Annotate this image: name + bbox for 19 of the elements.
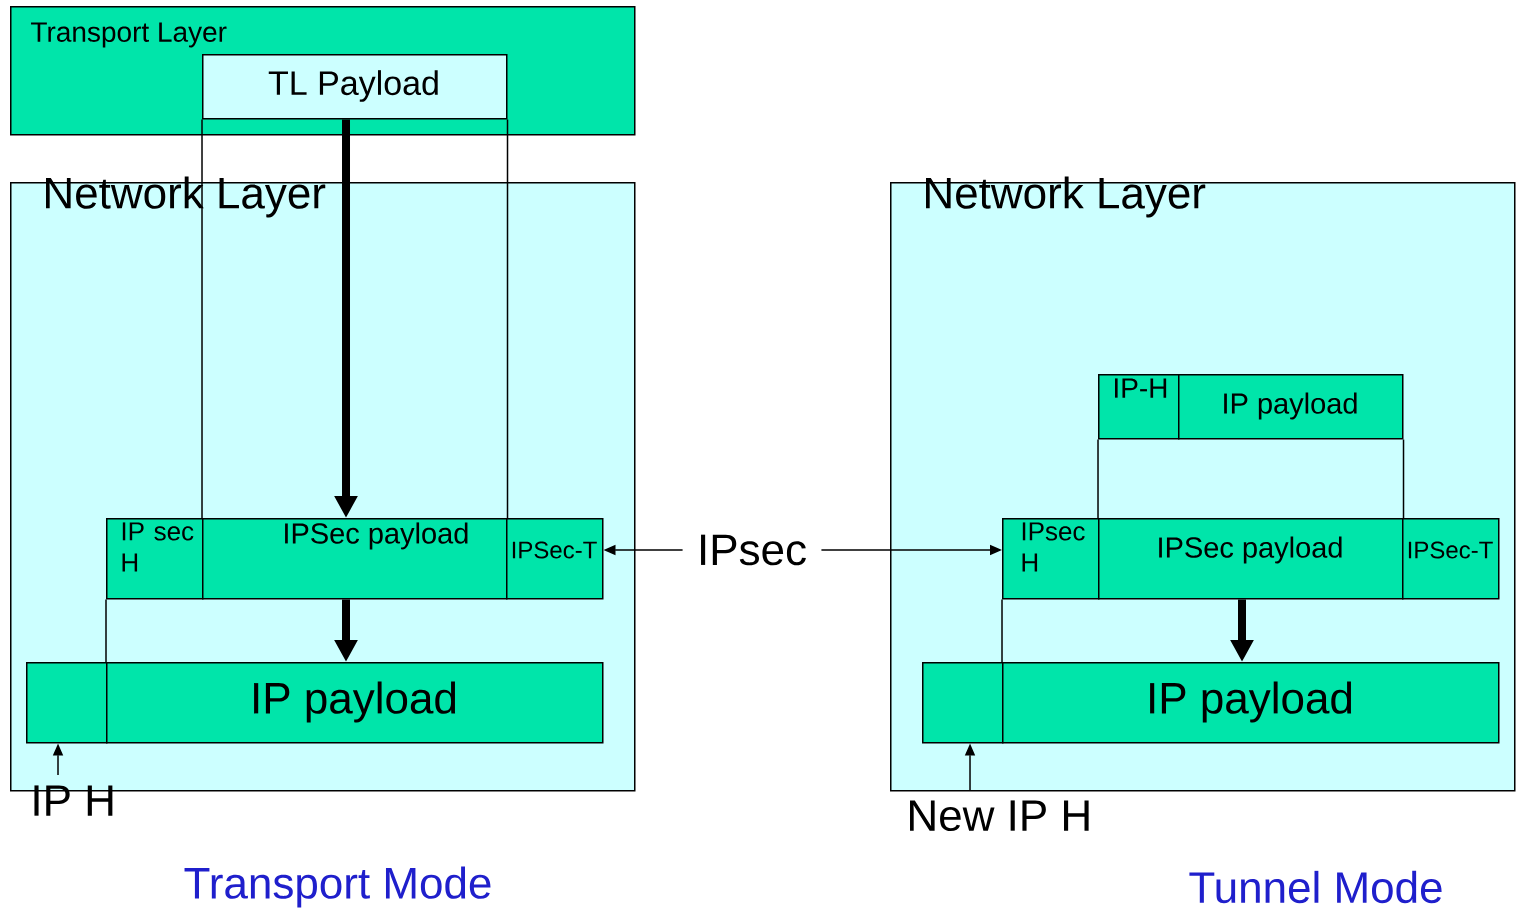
header-box: IP sec H	[106, 518, 204, 600]
connector-line	[1402, 438, 1405, 519]
connector-line	[105, 598, 107, 663]
header-box	[26, 662, 108, 744]
payload-box: TL Payload	[202, 54, 508, 120]
connector-line	[1097, 438, 1099, 519]
connector-line	[506, 118, 509, 519]
header-box: IP-H	[1098, 374, 1180, 440]
mode-caption: Tunnel Mode	[1189, 870, 1442, 904]
connector-line	[201, 118, 203, 519]
connector-line	[1001, 598, 1003, 663]
trailer-box: IPSec-T	[1402, 518, 1500, 600]
header-label: New IP H	[910, 800, 1089, 832]
header-label: IP H	[34, 785, 113, 816]
header-box: IPsec H	[1002, 518, 1100, 600]
protocol-label: IPsec	[701, 534, 806, 566]
mode-caption: Transport Mode	[184, 866, 491, 908]
trailer-box: IPSec-T	[506, 518, 604, 600]
header-box	[922, 662, 1004, 744]
